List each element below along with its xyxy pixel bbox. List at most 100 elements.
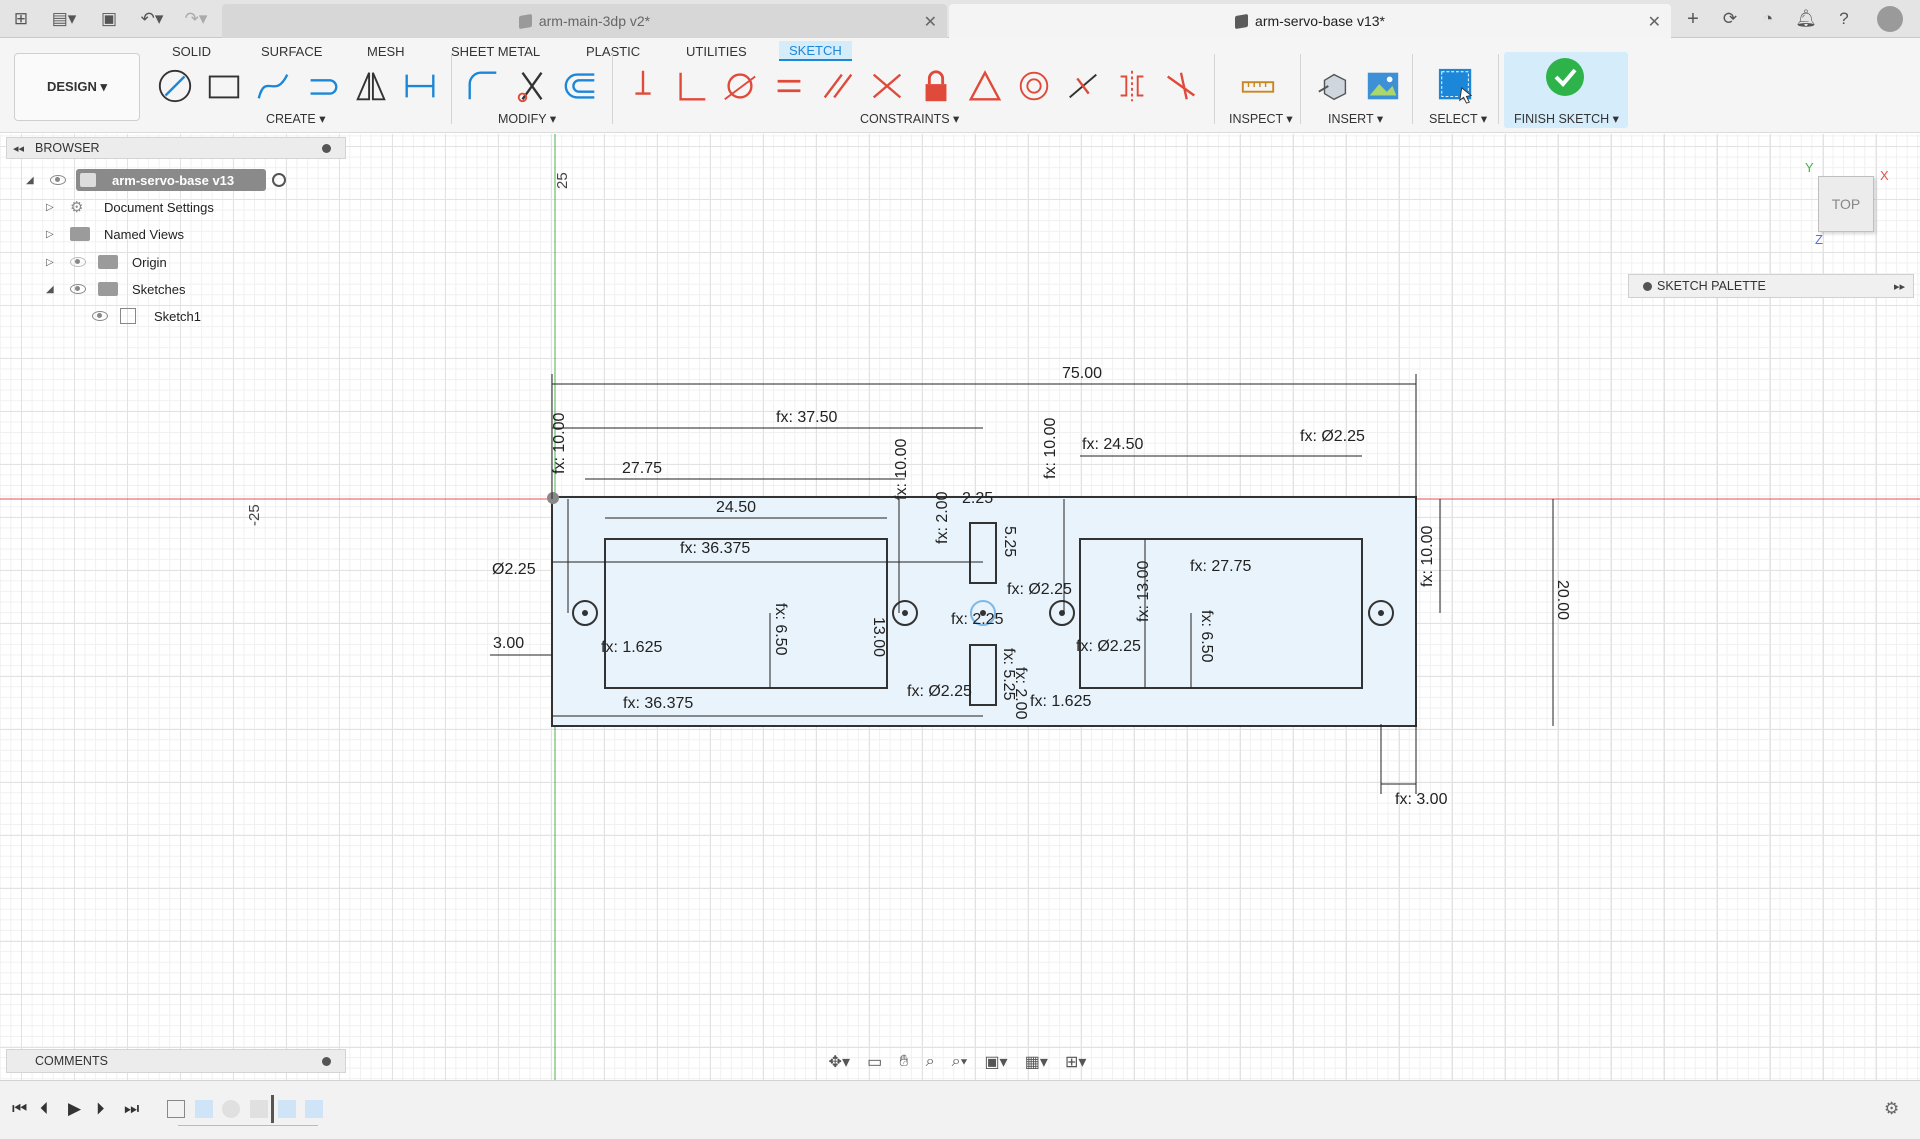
curvature-constraint-icon[interactable] bbox=[1159, 66, 1203, 106]
visibility-eye-icon[interactable] bbox=[50, 175, 66, 185]
timeline-feature-icon[interactable] bbox=[305, 1100, 323, 1118]
comments-panel[interactable]: COMMENTS bbox=[6, 1049, 346, 1073]
pin-panel-icon[interactable] bbox=[322, 1057, 331, 1066]
visibility-eye-icon[interactable] bbox=[70, 257, 86, 267]
tab-sheet-metal[interactable]: SHEET METAL bbox=[451, 41, 540, 61]
tab-solid[interactable]: SOLID bbox=[172, 41, 211, 61]
rectangle-tool-icon[interactable] bbox=[202, 66, 246, 106]
tab-utilities[interactable]: UTILITIES bbox=[686, 41, 747, 61]
document-tab-arm-main[interactable]: arm-main-3dp v2* ✕ bbox=[222, 4, 947, 38]
job-status-icon[interactable]: ◔ bbox=[1755, 6, 1781, 32]
tree-item-document-settings[interactable]: ▷ ⚙ Document Settings bbox=[6, 196, 306, 218]
insert-menu[interactable]: INSERT ▾ bbox=[1328, 111, 1383, 126]
file-menu-icon[interactable]: ▤▾ bbox=[46, 6, 82, 32]
timeline-feature-icon[interactable] bbox=[278, 1100, 296, 1118]
concentric-constraint-icon[interactable] bbox=[1012, 66, 1056, 106]
offset-tool-icon[interactable] bbox=[559, 66, 603, 106]
sketch-palette-header[interactable]: SKETCH PALETTE ▸▸ bbox=[1628, 274, 1914, 298]
fit-zoom-icon[interactable]: ⌕▾ bbox=[952, 1053, 968, 1071]
tree-item-origin[interactable]: ▷ Origin bbox=[6, 251, 306, 273]
close-icon[interactable]: ✕ bbox=[1648, 12, 1661, 32]
orbit-icon[interactable]: ✥▾ bbox=[829, 1052, 850, 1072]
expand-panel-icon[interactable]: ▸▸ bbox=[1894, 280, 1905, 293]
view-cube[interactable]: TOP bbox=[1818, 176, 1874, 232]
expand-icon[interactable]: ◢ bbox=[26, 175, 34, 186]
visibility-eye-icon[interactable] bbox=[70, 284, 86, 294]
notifications-icon[interactable]: 🔔︎ bbox=[1793, 6, 1819, 32]
inspect-menu[interactable]: INSPECT ▾ bbox=[1229, 111, 1293, 126]
spline-tool-icon[interactable] bbox=[251, 66, 295, 106]
timeline-feature-icon[interactable] bbox=[222, 1100, 240, 1118]
save-icon[interactable]: ▣ bbox=[98, 6, 120, 32]
tab-surface[interactable]: SURFACE bbox=[261, 41, 322, 61]
fix-constraint-icon[interactable] bbox=[914, 66, 958, 106]
dimension-tool-icon[interactable] bbox=[398, 66, 442, 106]
insert-image-icon[interactable] bbox=[1361, 66, 1405, 106]
pan-hand-icon[interactable]: ✋︎ bbox=[899, 1053, 908, 1071]
previous-step-icon[interactable]: ⏴ bbox=[40, 1099, 49, 1119]
insert-derive-icon[interactable] bbox=[1312, 66, 1356, 106]
tree-item-named-views[interactable]: ▷ Named Views bbox=[6, 223, 306, 245]
tangent-constraint-icon[interactable] bbox=[718, 66, 762, 106]
help-icon[interactable]: ? bbox=[1831, 6, 1857, 32]
visibility-eye-icon[interactable] bbox=[92, 311, 108, 321]
new-tab-icon[interactable]: + bbox=[1680, 6, 1706, 32]
triangle-constraint-icon[interactable] bbox=[963, 66, 1007, 106]
trim-tool-icon[interactable] bbox=[510, 66, 554, 106]
play-icon[interactable]: ▶ bbox=[68, 1099, 81, 1119]
perpendicular-constraint-icon[interactable] bbox=[670, 66, 714, 106]
collapse-icon[interactable]: ◢ bbox=[46, 284, 54, 295]
midpoint-constraint-icon[interactable] bbox=[1061, 66, 1105, 106]
timeline-settings-gear-icon[interactable]: ⚙ bbox=[1884, 1099, 1899, 1119]
tab-plastic[interactable]: PLASTIC bbox=[586, 41, 640, 61]
equal-constraint-icon[interactable] bbox=[767, 66, 811, 106]
tree-item-root[interactable]: ◢ arm-servo-base v13 bbox=[6, 169, 306, 191]
redo-icon[interactable]: ↷▾ bbox=[178, 6, 214, 32]
zoom-icon[interactable]: ⌕ bbox=[926, 1053, 935, 1071]
mirror-tool-icon[interactable] bbox=[349, 66, 393, 106]
timeline-sketch-feature-icon[interactable] bbox=[167, 1100, 185, 1118]
timeline-feature-icon[interactable] bbox=[195, 1100, 213, 1118]
select-menu[interactable]: SELECT ▾ bbox=[1429, 111, 1487, 126]
expand-icon[interactable]: ▷ bbox=[46, 257, 54, 268]
next-step-icon[interactable]: ⏵ bbox=[96, 1099, 105, 1119]
expand-icon[interactable]: ▷ bbox=[46, 229, 54, 240]
apps-grid-icon[interactable]: ⊞ bbox=[10, 6, 32, 32]
display-settings-icon[interactable]: ▣▾ bbox=[984, 1052, 1007, 1072]
timeline-feature-icon[interactable] bbox=[250, 1100, 268, 1118]
line-tool-icon[interactable] bbox=[153, 66, 197, 106]
grid-settings-icon[interactable]: ▦▾ bbox=[1025, 1052, 1048, 1072]
measure-tool-icon[interactable] bbox=[1236, 66, 1280, 106]
parallel-constraint-icon[interactable] bbox=[816, 66, 860, 106]
avatar[interactable] bbox=[1876, 6, 1904, 32]
select-tool-icon[interactable] bbox=[1434, 66, 1478, 106]
collapse-panel-icon[interactable]: ◂◂ bbox=[13, 142, 24, 155]
fillet-tool-icon[interactable] bbox=[461, 66, 505, 106]
tab-sketch[interactable]: SKETCH bbox=[779, 41, 852, 61]
tree-item-sketches[interactable]: ◢ Sketches bbox=[6, 278, 306, 300]
extensions-icon[interactable]: ⟳ bbox=[1717, 6, 1743, 32]
expand-icon[interactable]: ▷ bbox=[46, 202, 54, 213]
look-at-icon[interactable]: ▭ bbox=[867, 1052, 882, 1072]
collinear-constraint-icon[interactable] bbox=[865, 66, 909, 106]
document-tab-arm-servo-base[interactable]: arm-servo-base v13* ✕ bbox=[949, 4, 1671, 38]
tab-mesh[interactable]: MESH bbox=[367, 41, 405, 61]
symmetry-constraint-icon[interactable] bbox=[1110, 66, 1154, 106]
timeline-marker[interactable] bbox=[271, 1095, 274, 1123]
design-workspace-button[interactable]: DESIGN ▾ bbox=[14, 53, 140, 121]
tree-item-sketch1[interactable]: Sketch1 bbox=[6, 305, 306, 327]
slot-tool-icon[interactable] bbox=[300, 66, 344, 106]
activate-radio-icon[interactable] bbox=[272, 173, 286, 187]
viewports-icon[interactable]: ⊞▾ bbox=[1065, 1052, 1086, 1072]
constraints-menu[interactable]: CONSTRAINTS ▾ bbox=[860, 111, 959, 126]
pin-panel-icon[interactable] bbox=[1643, 282, 1652, 291]
close-icon[interactable]: ✕ bbox=[924, 12, 937, 32]
coincident-constraint-icon[interactable] bbox=[621, 66, 665, 106]
finish-sketch-button[interactable]: FINISH SKETCH ▾ bbox=[1504, 52, 1628, 128]
pin-panel-icon[interactable] bbox=[322, 144, 331, 153]
create-menu[interactable]: CREATE ▾ bbox=[266, 111, 326, 126]
modify-menu[interactable]: MODIFY ▾ bbox=[498, 111, 556, 126]
undo-icon[interactable]: ↶▾ bbox=[134, 6, 170, 32]
first-step-icon[interactable]: ⏮ bbox=[12, 1099, 27, 1119]
last-step-icon[interactable]: ⏭ bbox=[124, 1099, 139, 1119]
